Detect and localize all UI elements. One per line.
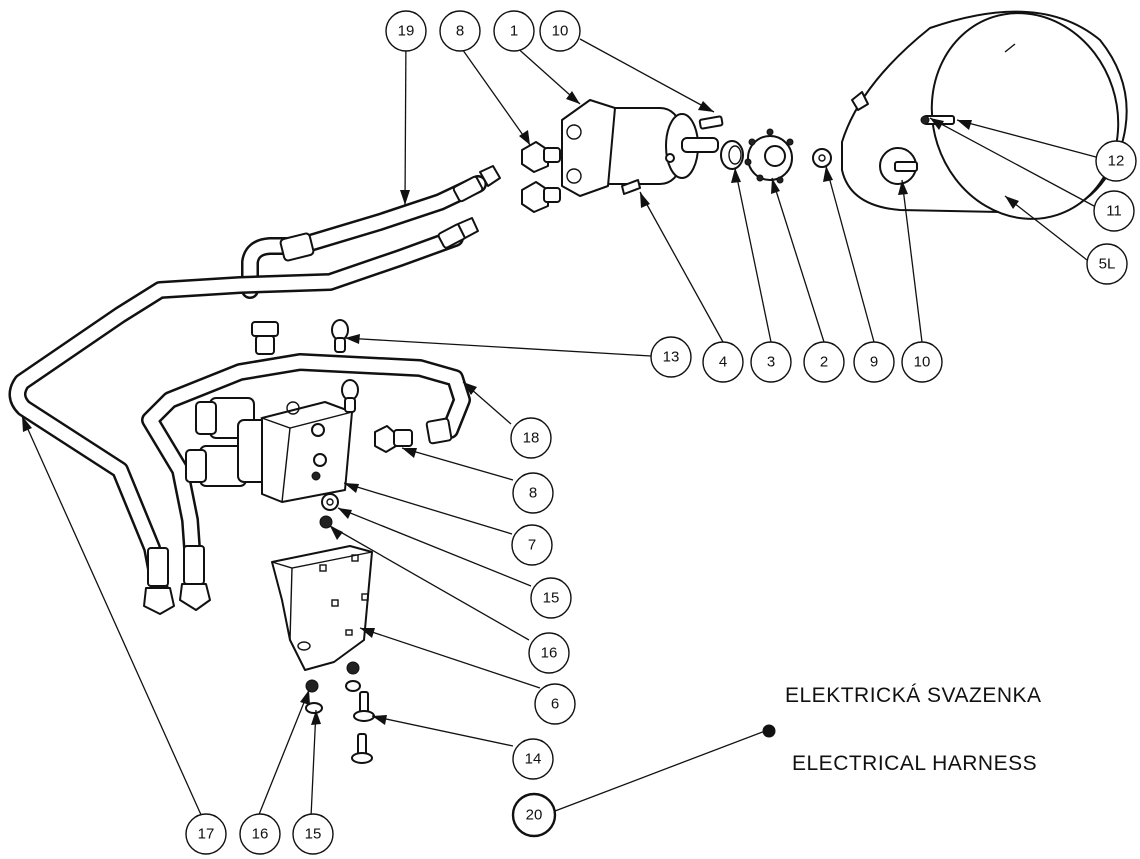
- solenoid-pins-13: [331, 319, 359, 413]
- balloon-8-mid: 8: [512, 472, 554, 514]
- fittings-8-upper: [521, 141, 561, 213]
- svg-text:8: 8: [529, 485, 537, 502]
- valve-block-7: [185, 397, 355, 503]
- key-4: [621, 179, 641, 195]
- balloon-6: 6: [534, 683, 576, 725]
- balloon-2: 2: [803, 341, 845, 383]
- svg-text:10: 10: [914, 354, 931, 371]
- balloon-10-bottom: 10: [901, 341, 943, 383]
- hose-19: [241, 165, 501, 299]
- svg-text:9: 9: [870, 354, 878, 371]
- svg-text:10: 10: [552, 23, 569, 40]
- motor-bolts-10: [698, 115, 724, 130]
- note-electrical-harness-en: ELECTRICAL HARNESS: [792, 752, 1037, 775]
- svg-text:8: 8: [456, 23, 464, 40]
- balloon-15-bottom: 15: [292, 813, 334, 855]
- hose-17: [8, 217, 479, 615]
- svg-text:12: 12: [1108, 153, 1125, 170]
- note-electrical-harness-cz: ELEKTRICKÁ SVAZENKA: [785, 684, 1042, 707]
- svg-text:19: 19: [398, 23, 415, 40]
- svg-text:17: 17: [198, 826, 215, 843]
- svg-text:2: 2: [820, 354, 828, 371]
- svg-text:7: 7: [528, 537, 536, 554]
- hose-18: [141, 353, 471, 611]
- chain-cover-5L: [841, 10, 1128, 220]
- balloon-7: 7: [511, 524, 553, 566]
- svg-text:5L: 5L: [1099, 256, 1116, 273]
- balloon-14: 14: [512, 738, 554, 780]
- washer-9: [812, 148, 832, 168]
- svg-text:3: 3: [767, 354, 775, 371]
- svg-text:11: 11: [1106, 203, 1122, 220]
- svg-text:6: 6: [551, 696, 559, 713]
- washer-15-upper: [321, 493, 339, 511]
- balloon-15-mid: 15: [530, 577, 572, 619]
- balloon-20: 20: [511, 792, 557, 838]
- hydraulic-motor: [561, 99, 719, 197]
- balloon-13: 13: [650, 336, 692, 378]
- svg-text:20: 20: [526, 807, 543, 824]
- balloon-17: 17: [185, 813, 227, 855]
- sprocket-2: [744, 128, 794, 184]
- balloon-16-mid: 16: [528, 632, 570, 674]
- balloon-11: 11: [1093, 190, 1135, 232]
- svg-text:4: 4: [719, 354, 727, 371]
- balloon-9: 9: [853, 341, 895, 383]
- fitting-adapter: [251, 321, 279, 355]
- balloon-1: 1: [493, 10, 535, 52]
- svg-text:14: 14: [525, 751, 542, 768]
- svg-text:18: 18: [523, 430, 540, 447]
- leader-arrowheads: [22, 91, 1019, 738]
- nut-16-upper: [319, 515, 333, 529]
- bushing-3: [720, 140, 744, 170]
- balloon-5L: 5L: [1086, 243, 1128, 285]
- svg-text:16: 16: [541, 645, 558, 662]
- balloon-8-top: 8: [439, 10, 481, 52]
- balloon-3: 3: [750, 341, 792, 383]
- svg-text:13: 13: [663, 349, 680, 366]
- svg-text:1: 1: [510, 23, 518, 40]
- balloon-4: 4: [702, 341, 744, 383]
- svg-text:15: 15: [543, 590, 560, 607]
- balloon-18: 18: [510, 417, 552, 459]
- part-balloons: 19 8 1 10 12 11 5L 13 4 3 2 9 10 18 8 7 …: [185, 10, 1137, 855]
- fittings-8-lower: [374, 425, 413, 453]
- svg-text:15: 15: [305, 826, 322, 843]
- balloon-12: 12: [1095, 140, 1137, 182]
- balloon-10-top: 10: [539, 10, 581, 52]
- balloon-16-bottom: 16: [239, 813, 281, 855]
- balloon-19: 19: [385, 10, 427, 52]
- lower-fasteners: [305, 661, 375, 764]
- svg-text:16: 16: [252, 826, 269, 843]
- bracket-6: [271, 545, 373, 671]
